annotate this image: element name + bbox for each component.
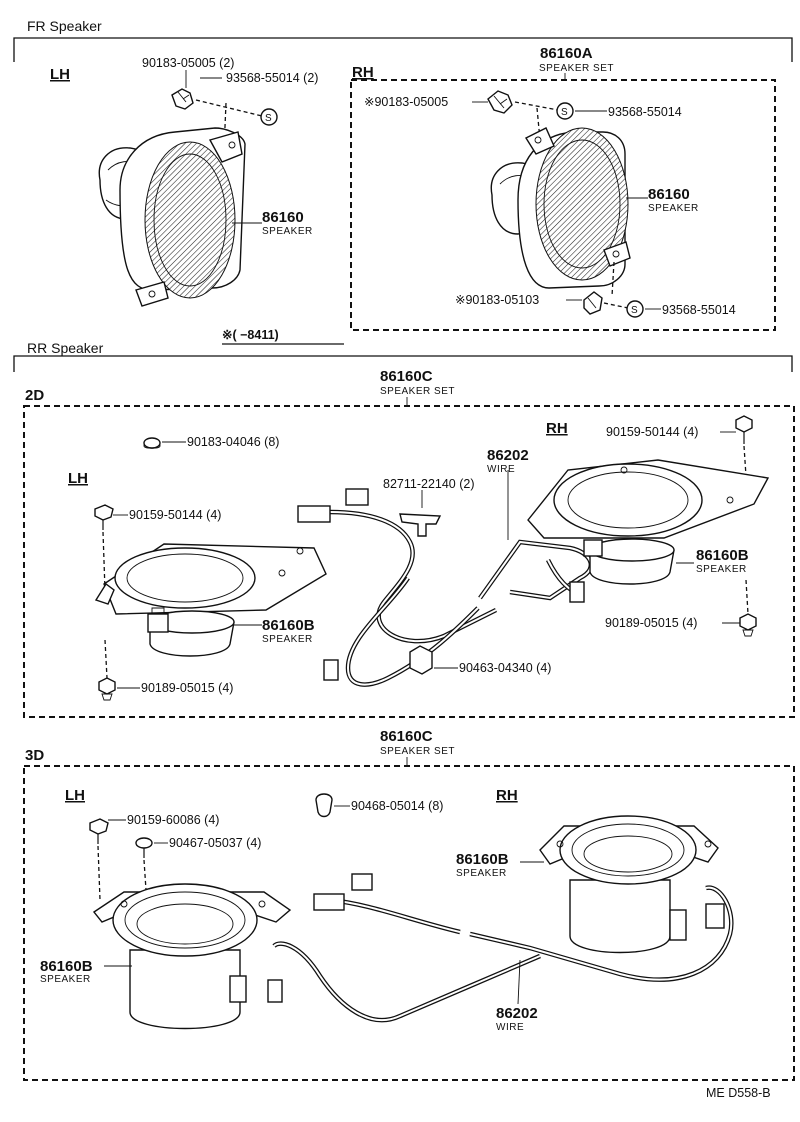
rr3d-set-name: SPEAKER SET	[380, 746, 455, 757]
rr2d-lh-speaker-icon	[94, 543, 327, 657]
rr3d-set-number: 86160C	[380, 728, 433, 745]
rr2d-rh-label: RH	[546, 420, 568, 437]
fr-rh-nut-top-label: 93568-55014	[608, 105, 682, 119]
fr-rh-speaker-icon	[490, 127, 631, 289]
fr-lh-speaker-name: SPEAKER	[262, 226, 313, 237]
screw-icon	[94, 504, 114, 530]
rr3d-rh-speaker-name: SPEAKER	[456, 868, 507, 879]
nut-icon: S	[626, 300, 644, 318]
rr3d-rh-speaker-number: 86160B	[456, 851, 509, 868]
rr2d-grommet-label: 90183-04046 (8)	[187, 435, 279, 449]
fr-rh-set-number: 86160A	[540, 45, 593, 62]
rr2d-clip-label: 82711-22140 (2)	[383, 477, 475, 491]
fr-lh-nut-label: 93568-55014 (2)	[226, 71, 318, 85]
rr3d-washer-label: 90467-05037 (4)	[169, 836, 261, 850]
rr2d-lh-label: LH	[68, 470, 88, 487]
fr-rh-set-frame	[350, 79, 776, 331]
wire-harness-icon	[267, 873, 734, 1023]
rr3d-lh-label: LH	[65, 787, 85, 804]
rr3d-lh-speaker-number: 86160B	[40, 958, 93, 975]
rr3d-wire-name: WIRE	[496, 1022, 524, 1033]
fr-rh-speaker-name: SPEAKER	[648, 203, 699, 214]
screw-icon	[89, 818, 109, 844]
fr-rh-bolt-top-label: ※90183-05005	[364, 95, 448, 109]
rr3d-lh-screw-label: 90159-60086 (4)	[127, 813, 219, 827]
rr2d-lh-speaker-number: 86160B	[262, 617, 315, 634]
fr-rh-label: RH	[352, 64, 374, 81]
rr2d-rh-speaker-name: SPEAKER	[696, 564, 747, 575]
nut-icon: S	[556, 102, 574, 120]
nut-icon	[739, 613, 757, 637]
fr-lh-bolt-label: 90183-05005 (2)	[142, 56, 234, 70]
fr-rh-set-name: SPEAKER SET	[539, 63, 614, 74]
washer-icon	[135, 837, 153, 858]
bolt-icon	[171, 88, 194, 110]
wire-harness-icon	[297, 488, 594, 687]
rr2d-rh-speaker-icon	[527, 459, 770, 585]
variant-3d-label: 3D	[25, 747, 44, 764]
bolt-icon	[487, 90, 513, 114]
rr3d-set-frame	[23, 765, 795, 1081]
rr2d-wire-name: WIRE	[487, 464, 515, 475]
rr3d-lh-speaker-icon	[92, 883, 292, 1030]
rr3d-rh-label: RH	[496, 787, 518, 804]
footer-code: ME D558-B	[706, 1086, 771, 1100]
svg-text:S: S	[265, 113, 272, 124]
rr2d-rh-nut-label: 90189-05015 (4)	[605, 616, 697, 630]
fr-rh-bolt-bottom-label: ※90183-05103	[455, 293, 539, 307]
rr3d-clip-label: 90468-05014 (8)	[351, 799, 443, 813]
svg-text:S: S	[631, 305, 638, 316]
fr-range-note: ※( −8411)	[222, 328, 279, 342]
rr2d-rh-speaker-number: 86160B	[696, 547, 749, 564]
rr2d-wire-number: 86202	[487, 447, 529, 464]
nut-icon: S	[260, 108, 278, 126]
nut-icon	[98, 677, 116, 701]
rr3d-wire-number: 86202	[496, 1005, 538, 1022]
fr-lh-speaker-number: 86160	[262, 209, 304, 226]
bolt-icon	[583, 291, 603, 315]
grommet-icon	[143, 437, 161, 449]
clip-icon	[315, 793, 333, 818]
fr-lh-speaker-icon	[98, 127, 246, 307]
screw-icon	[735, 415, 753, 444]
rr-section-header: RR Speaker	[27, 340, 104, 356]
rr3d-rh-speaker-icon	[539, 815, 719, 954]
fr-section-header: FR Speaker	[27, 18, 102, 34]
fr-rh-speaker-number: 86160	[648, 186, 690, 203]
rr2d-lh-screw-label: 90159-50144 (4)	[129, 508, 221, 522]
rr3d-lh-speaker-name: SPEAKER	[40, 974, 91, 985]
rr2d-clamp-label: 90463-04340 (4)	[459, 661, 551, 675]
clip-icon	[399, 513, 442, 537]
fr-lh-label: LH	[50, 66, 70, 83]
variant-2d-label: 2D	[25, 387, 44, 404]
svg-text:S: S	[561, 107, 568, 118]
rr2d-set-name: SPEAKER SET	[380, 386, 455, 397]
rr2d-rh-screw-label: 90159-50144 (4)	[606, 425, 698, 439]
rr2d-set-number: 86160C	[380, 368, 433, 385]
fr-rh-nut-bottom-label: 93568-55014	[662, 303, 736, 317]
rr2d-lh-speaker-name: SPEAKER	[262, 634, 313, 645]
clamp-icon	[409, 645, 433, 675]
rr2d-set-frame	[23, 405, 795, 718]
rr2d-lh-nut-label: 90189-05015 (4)	[141, 681, 233, 695]
